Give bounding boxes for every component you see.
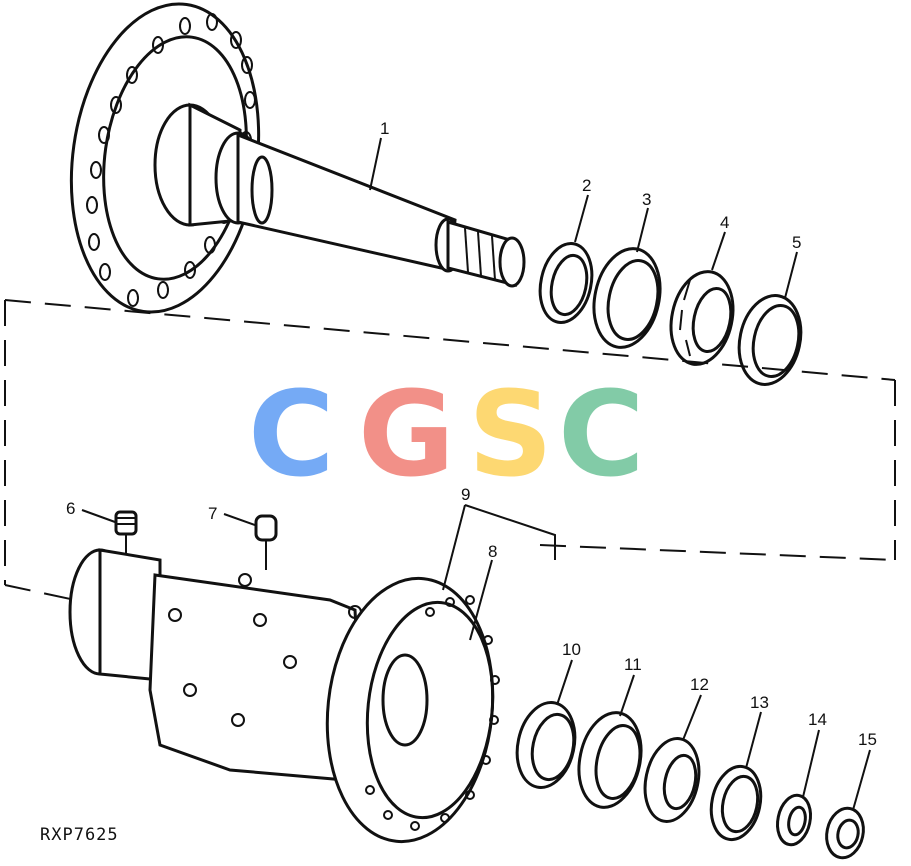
- washer: [776, 793, 812, 847]
- inner-bearing-cup: [577, 711, 643, 809]
- callout-14: 14: [808, 710, 827, 729]
- callout-3: 3: [642, 190, 651, 209]
- callout-7: 7: [208, 504, 217, 523]
- assembly-dashed-outline: [4, 299, 896, 601]
- callout-6: 6: [66, 499, 75, 518]
- watermark-letter-g: G: [358, 365, 455, 503]
- breather-plug: [254, 514, 278, 570]
- callout-1: 1: [380, 119, 389, 138]
- housing-seal: [515, 701, 577, 789]
- leader-lines: [81, 137, 871, 811]
- cgsc-watermark-logo: C G S C: [248, 365, 645, 503]
- axle-shaft-flange: [69, 2, 526, 314]
- outer-bearing-cup: [709, 764, 763, 842]
- tapered-roller-bearing-cone: [669, 270, 735, 366]
- callout-10: 10: [562, 640, 581, 659]
- watermark-letter-c1: C: [248, 365, 335, 503]
- callout-11: 11: [624, 655, 642, 674]
- bearing-cup-inner: [592, 247, 662, 349]
- watermark-letter-s: S: [468, 365, 553, 503]
- inner-bearing-cone: [643, 737, 701, 823]
- callout-9: 9: [461, 485, 470, 504]
- fill-plug: [114, 510, 138, 555]
- figure-code: RXP7625: [40, 825, 119, 845]
- callout-13: 13: [750, 693, 769, 712]
- lock-nut: [825, 806, 865, 860]
- callout-15: 15: [858, 730, 877, 749]
- callout-2: 2: [582, 176, 591, 195]
- watermark-letter-c2: C: [558, 365, 645, 503]
- callout-12: 12: [690, 675, 709, 694]
- bearing-cup-outer: [737, 294, 803, 386]
- axle-housing: [68, 548, 500, 844]
- callout-8: 8: [488, 542, 497, 561]
- callout-5: 5: [792, 233, 801, 252]
- callout-4: 4: [720, 213, 729, 232]
- seal-ring: [538, 242, 594, 324]
